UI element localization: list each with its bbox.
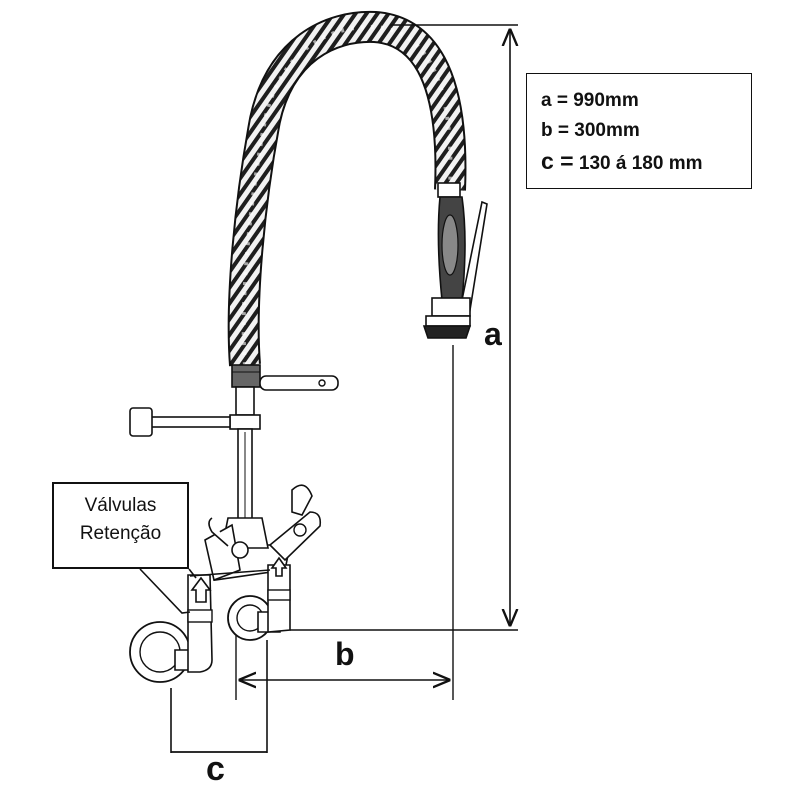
dimension-a [290, 24, 518, 631]
right-wall-connector [227, 564, 291, 641]
callout-line-2: Retenção [79, 523, 162, 544]
upright-pipe [129, 364, 339, 522]
spec-c-value: 130 á 180 mm [573, 153, 703, 174]
left-valve-arrow-icon [190, 576, 212, 603]
dimension-b [235, 345, 454, 700]
check-valves-callout: Válvulas Retenção [52, 482, 189, 569]
spring-hose [227, 10, 467, 367]
spec-a: a = 990mm [541, 90, 639, 111]
spec-b: b = 300mm [541, 120, 640, 141]
check-valve-arrows [190, 556, 288, 603]
dimension-c [170, 640, 268, 753]
callout-pointer [139, 568, 271, 614]
mixer-body [204, 484, 322, 582]
right-valve-arrow-icon [270, 556, 288, 577]
spray-head [422, 182, 488, 339]
spec-c-key: c = [541, 148, 574, 174]
dimension-b-label: b [335, 636, 355, 672]
dimension-a-label: a [484, 316, 502, 352]
dimension-c-label: c [206, 750, 225, 788]
spec-box: a = 990mm b = 300mm c = 130 á 180 mm [526, 73, 752, 189]
spec-c: c = 130 á 180 mm [541, 146, 751, 179]
callout-line-1: Válvulas [84, 495, 157, 516]
